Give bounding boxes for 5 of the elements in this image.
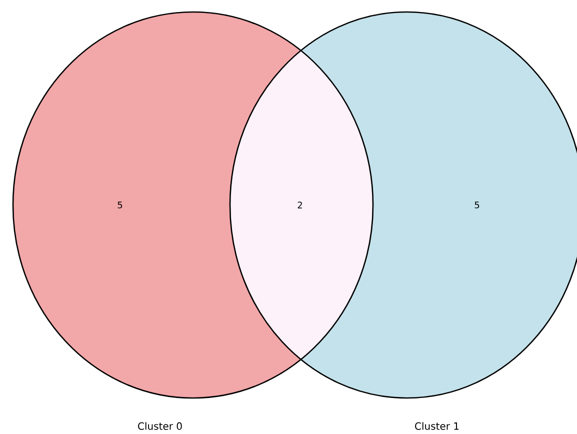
count-label: 5 [474, 202, 480, 208]
count-label: 5 [118, 202, 122, 208]
count-label: 2 [298, 202, 302, 208]
set-label: Cluster 0 [138, 422, 182, 430]
set-label: Cluster 1 [415, 422, 459, 430]
